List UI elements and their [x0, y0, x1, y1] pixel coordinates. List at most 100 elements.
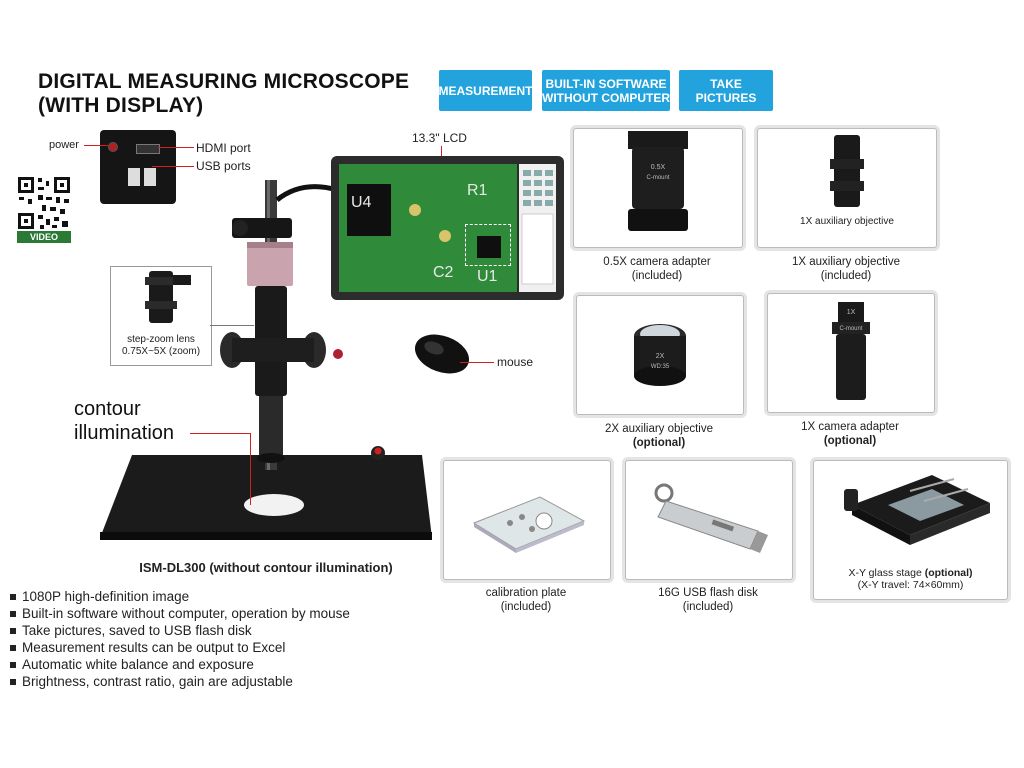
feature-item: Automatic white balance and exposure	[8, 656, 350, 673]
microscope-graphic	[100, 180, 432, 540]
title-line-2: (WITH DISPLAY)	[38, 94, 204, 117]
engraving-2: C-mount	[839, 326, 862, 332]
caption-line-1: 1X camera adapter	[801, 421, 899, 433]
chip-icon	[347, 184, 391, 236]
pcb-label-c2: C2	[433, 264, 454, 281]
lcd-monitor: U4 R1 C2 U1	[331, 156, 564, 300]
camera-back-panel	[100, 130, 176, 204]
step-zoom-caption: step-zoom lens 0.75X~5X (zoom)	[111, 334, 211, 358]
caption-2x-auxiliary-objective: 2X auxiliary objective (optional)	[576, 422, 742, 450]
callout-power: power	[49, 139, 79, 151]
video-badge[interactable]: VIDEO	[17, 231, 71, 243]
auxiliary-objective-2x-graphic: 2X WD:35	[634, 324, 686, 386]
title-line-1: DIGITAL MEASURING MICROSCOPE	[38, 70, 410, 93]
caption-1x-auxiliary-objective: 1X auxiliary objective (included)	[757, 255, 935, 283]
step-zoom-line-2: 0.75X~5X (zoom)	[121, 346, 201, 357]
usb-port-icon	[144, 168, 156, 186]
toolbar-icons-graphic	[521, 170, 554, 285]
feature-item: 1080P high-definition image	[8, 588, 350, 605]
step-zoom-lens-graphic	[145, 271, 191, 323]
accessory-card-2x-auxiliary-objective: 2X WD:35	[576, 295, 744, 415]
pcb-label-u4: U4	[351, 194, 372, 211]
callout-hdmi-port: HDMI port	[196, 141, 251, 155]
callout-line	[460, 362, 494, 363]
caption-line-1: 2X auxiliary objective	[604, 423, 714, 435]
caption-line-1: 0.5X camera adapter	[603, 256, 711, 268]
camera-adapter-graphic: 0.5X C-mount	[628, 131, 688, 231]
callout-line	[84, 145, 108, 146]
callout-line	[190, 433, 250, 434]
tag-take-pictures: TAKE PICTURES	[679, 70, 773, 111]
accessory-card-05x-camera-adapter: 0.5X C-mount	[573, 128, 743, 248]
chip-icon	[477, 236, 501, 258]
tag-built-in-software-line-1: BUILT-IN SOFTWARE	[545, 76, 667, 91]
usb-flash-disk-graphic	[654, 483, 768, 553]
microscope-illustration	[92, 170, 442, 550]
inner-label: 1X auxiliary objective	[800, 216, 894, 227]
tag-built-in-software-line-2: WITHOUT COMPUTER	[542, 90, 670, 105]
auxiliary-objective-graphic	[830, 135, 864, 207]
engraving-1: 1X	[847, 309, 856, 316]
tag-measurement: MEASUREMENT	[438, 70, 533, 111]
caption-line-2: (X-Y travel: 74×60mm)	[857, 579, 964, 591]
camera-adapter-1x-graphic: 1X C-mount	[832, 302, 870, 400]
accessory-card-1x-auxiliary-objective: 1X auxiliary objective	[757, 128, 937, 248]
caption-05x-camera-adapter: 0.5X camera adapter (included)	[573, 255, 741, 283]
feature-item: Measurement results can be output to Exc…	[8, 639, 350, 656]
pcb-label-r1: R1	[467, 182, 488, 199]
callout-lcd: 13.3" LCD	[412, 131, 467, 145]
qr-code[interactable]	[16, 175, 72, 231]
feature-item: Take pictures, saved to USB flash disk	[8, 622, 350, 639]
caption-line-1: 16G USB flash disk	[658, 587, 758, 599]
hdmi-port-icon	[136, 144, 160, 154]
pad-icon	[409, 204, 421, 216]
callout-line	[152, 166, 194, 167]
contour-line-2: illumination	[74, 422, 175, 444]
caption-usb-flash-disk: 16G USB flash disk (included)	[625, 586, 791, 614]
caption-line-2: (included)	[820, 270, 872, 282]
callout-mouse: mouse	[497, 355, 534, 369]
xy-stage-graphic	[844, 475, 990, 545]
caption-xy-glass-stage: X-Y glass stage (optional) (X-Y travel: …	[814, 567, 1007, 591]
usb-port-icon	[128, 168, 140, 186]
step-zoom-line-1: step-zoom lens	[127, 334, 195, 345]
qr-code-graphic	[16, 175, 72, 231]
accessory-card-calibration-plate	[443, 460, 611, 580]
feature-item: Brightness, contrast ratio, gain are adj…	[8, 673, 350, 690]
product-caption: ISM-DL300 (without contour illumination)	[139, 560, 393, 575]
step-zoom-inset: step-zoom lens 0.75X~5X (zoom)	[110, 266, 212, 366]
tag-take-pictures-label: TAKE PICTURES	[695, 76, 757, 105]
callout-usb-ports: USB ports	[196, 159, 251, 173]
caption-line-2: (optional)	[823, 435, 877, 447]
power-button-icon	[108, 142, 118, 152]
video-badge-label: VIDEO	[29, 232, 58, 242]
feature-item: Built-in software without computer, oper…	[8, 605, 350, 622]
calibration-plate-graphic	[472, 496, 586, 553]
callout-line	[210, 325, 254, 326]
callout-line	[158, 147, 194, 148]
caption-line-2: (included)	[631, 270, 683, 282]
mouse-icon	[412, 332, 472, 378]
caption-calibration-plate: calibration plate (included)	[443, 586, 609, 614]
engraving-2: WD:35	[651, 364, 670, 370]
pad-icon	[439, 230, 451, 242]
accessory-card-usb-flash-disk	[625, 460, 793, 580]
tag-built-in-software: BUILT-IN SOFTWARE WITHOUT COMPUTER	[542, 70, 670, 111]
contour-line-1: contour	[74, 398, 141, 420]
caption-line-2: (included)	[682, 601, 734, 613]
page-title: DIGITAL MEASURING MICROSCOPE (WITH DISPL…	[38, 70, 409, 118]
caption-line-1: X-Y glass stage	[848, 567, 925, 579]
caption-optional: (optional)	[924, 567, 973, 579]
tag-measurement-label: MEASUREMENT	[438, 83, 533, 98]
engraving-1: 0.5X	[651, 164, 666, 171]
caption-line-2: (optional)	[632, 437, 686, 449]
caption-line-1: calibration plate	[485, 587, 567, 599]
accessory-card-xy-glass-stage: X-Y glass stage (optional) (X-Y travel: …	[813, 460, 1008, 600]
engraving-1: 2X	[656, 353, 665, 360]
caption-line-1: 1X auxiliary objective	[791, 256, 901, 268]
engraving-2: C-mount	[646, 175, 669, 181]
pcb-screen: U4 R1 C2 U1	[339, 164, 517, 292]
feature-list: 1080P high-definition image Built-in sof…	[8, 588, 350, 690]
accessory-card-1x-camera-adapter: 1X C-mount	[767, 293, 935, 413]
caption-line-2: (included)	[500, 601, 552, 613]
